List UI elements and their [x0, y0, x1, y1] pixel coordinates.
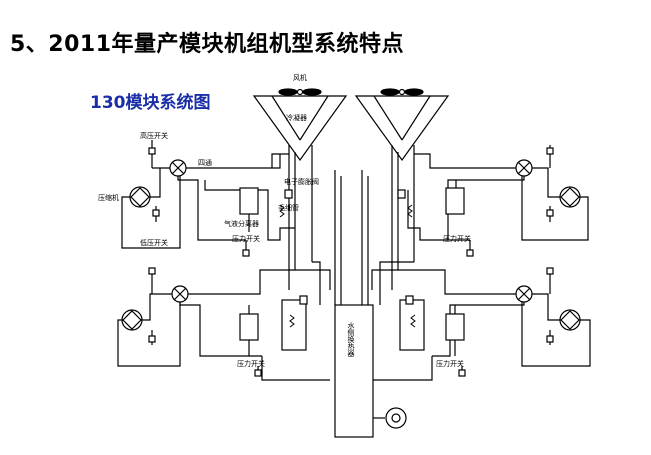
label-four-way-valve: 四通 [198, 158, 212, 167]
label-compressor: 压缩机 [98, 193, 119, 202]
module-top-left [121, 140, 295, 257]
fan-icon [278, 88, 322, 96]
label-capillary: 毛细管 [278, 203, 299, 212]
label-gas-liquid-separator: 气液分离器 [224, 219, 259, 228]
module-bottom-right [371, 267, 591, 381]
label-low-pressure-switch: 低压开关 [140, 238, 168, 247]
water-heat-exchanger [334, 304, 374, 438]
label-pressure-switch: 压力开关 [443, 234, 471, 243]
label-expansion-valve: 电子膨胀阀 [284, 177, 319, 186]
module-bottom-left [117, 267, 331, 381]
label-condenser: 冷凝器 [286, 113, 307, 122]
module-top-right [407, 145, 589, 257]
label-pressure-switch: 压力开关 [237, 359, 265, 368]
diagram-subtitle: 130模块系统图 [90, 93, 211, 113]
label-pressure-switch: 压力开关 [436, 359, 464, 368]
label-water-heat-exchanger: 水侧换热器 [347, 321, 355, 358]
left-condenser [252, 95, 348, 162]
label-high-pressure-switch: 高压开关 [140, 131, 168, 140]
label-pressure-switch: 压力开关 [232, 234, 260, 243]
fan-icon [380, 88, 424, 96]
label-fan: 风机 [293, 73, 307, 82]
page-title: 5、2011年量产模块机组机型系统特点 [10, 32, 405, 57]
right-condenser [354, 95, 450, 162]
